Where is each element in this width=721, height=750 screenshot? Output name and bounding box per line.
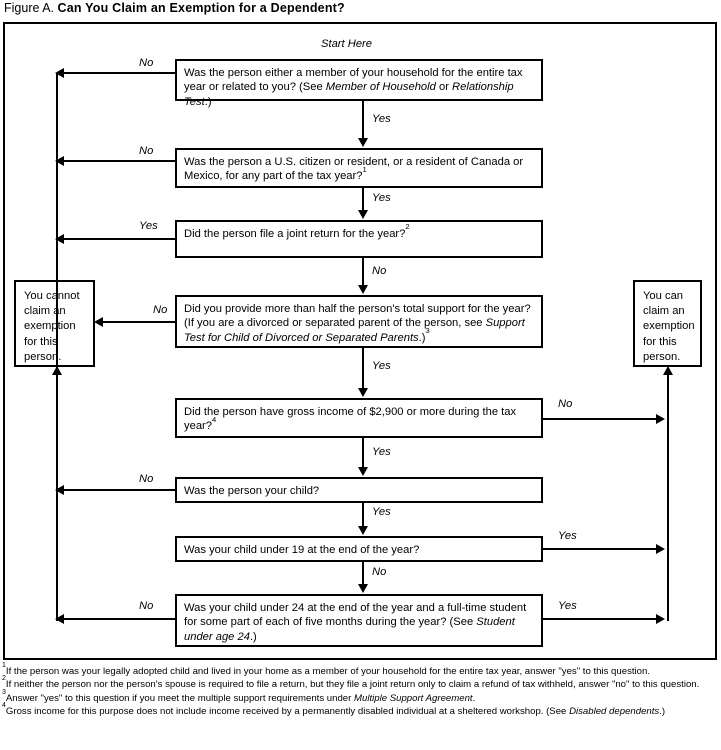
edge-q6-yes-label: Yes: [372, 506, 391, 518]
edge-q5-no-label: No: [558, 398, 573, 410]
edge-q7-no-arrow: [358, 584, 368, 593]
q1-text: Was the person either a member of your h…: [184, 67, 523, 108]
edge-q3-yes-line: [62, 238, 175, 240]
was-person-your-child-question-box: Was the person your child?: [175, 477, 543, 503]
q5-text: Did the person have gross income of $2,9…: [184, 406, 517, 433]
edge-q2-no-line: [62, 160, 175, 162]
edge-q8-no-arrow: [55, 614, 64, 624]
gross-income-question-box: Did the person have gross income of $2,9…: [175, 398, 543, 438]
edge-q1-yes-arrow: [358, 138, 368, 147]
figure-title: Figure A. Can You Claim an Exemption for…: [4, 1, 345, 15]
edge-q6-no-label: No: [139, 473, 154, 485]
edge-q8-yes-line: [543, 618, 658, 620]
left-rail-arrow-into-outcome: [52, 366, 62, 375]
edge-q2-yes-arrow: [358, 210, 368, 219]
edge-q6-no-arrow: [55, 485, 64, 495]
edge-q1-yes-line: [362, 101, 364, 139]
edge-q4-no-label: No: [153, 304, 168, 316]
edge-q7-no-label: No: [372, 566, 387, 578]
edge-q2-no-label: No: [139, 145, 154, 157]
edge-q2-yes-label: Yes: [372, 192, 391, 204]
cannot-claim-text: You cannot claim an exemption for this p…: [24, 290, 80, 363]
edge-q3-yes-label: Yes: [139, 220, 158, 232]
cannot-claim-outcome-box: You cannot claim an exemption for this p…: [14, 280, 95, 367]
child-under-19-question-box: Was your child under 19 at the end of th…: [175, 536, 543, 562]
edge-q1-no-label: No: [139, 57, 154, 69]
edge-q6-yes-arrow: [358, 526, 368, 535]
footnotes: 1If the person was your legally adopted …: [2, 661, 719, 720]
footnote-3: 3Answer "yes" to this question if you me…: [2, 688, 476, 704]
edge-q7-no-line: [362, 562, 364, 585]
can-claim-text: You can claim an exemption for this pers…: [643, 290, 695, 363]
edge-q1-no-line: [62, 72, 175, 74]
joint-return-question-box: Did the person file a joint return for t…: [175, 220, 543, 258]
edge-q5-no-line: [543, 418, 658, 420]
edge-q6-yes-line: [362, 503, 364, 527]
edge-q7-yes-line: [543, 548, 658, 550]
edge-q2-yes-line: [362, 188, 364, 211]
edge-q3-no-arrow: [358, 285, 368, 294]
edge-q3-no-line: [362, 258, 364, 286]
edge-q7-yes-label: Yes: [558, 530, 577, 542]
figure-label: Figure A.: [4, 1, 55, 15]
footnote-2: 2If neither the person nor the person's …: [2, 675, 700, 691]
edge-q4-yes-label: Yes: [372, 360, 391, 372]
edge-q5-yes-label: Yes: [372, 446, 391, 458]
citizen-resident-question-box: Was the person a U.S. citizen or residen…: [175, 148, 543, 188]
can-claim-outcome-box: You can claim an exemption for this pers…: [633, 280, 702, 367]
q7-text: Was your child under 19 at the end of th…: [184, 544, 420, 556]
edge-q8-yes-arrow: [656, 614, 665, 624]
edge-q5-yes-line: [362, 438, 364, 468]
q3-text: Did the person file a joint return for t…: [184, 222, 410, 240]
start-here-label: Start Here: [321, 38, 372, 50]
q8-text: Was your child under 24 at the end of th…: [184, 602, 527, 643]
q4-text: Did you provide more than half the perso…: [184, 303, 531, 344]
q6-text: Was the person your child?: [184, 485, 320, 497]
edge-q8-no-label: No: [139, 600, 154, 612]
member-or-relationship-question-box: Was the person either a member of your h…: [175, 59, 543, 108]
child-under-24-student-question-box: Was your child under 24 at the end of th…: [175, 594, 543, 647]
right-rail-arrow-into-outcome: [663, 366, 673, 375]
edge-q3-no-label: No: [372, 265, 387, 277]
edge-q4-yes-line: [362, 348, 364, 389]
edge-q7-yes-arrow: [656, 544, 665, 554]
edge-q3-yes-arrow: [55, 234, 64, 244]
edge-q5-yes-arrow: [358, 467, 368, 476]
edge-q1-yes-label: Yes: [372, 113, 391, 125]
right-rail-vertical: [667, 374, 669, 621]
edge-q4-yes-arrow: [358, 388, 368, 397]
support-test-question-box: Did you provide more than half the perso…: [175, 295, 543, 348]
edge-q4-no-line: [100, 321, 175, 323]
q2-text: Was the person a U.S. citizen or residen…: [184, 156, 524, 183]
edge-q4-no-arrow: [94, 317, 103, 327]
footnote-1: 1If the person was your legally adopted …: [2, 661, 650, 677]
edge-q6-no-line: [62, 489, 175, 491]
edge-q2-no-arrow: [55, 156, 64, 166]
left-rail-vertical: [56, 73, 58, 621]
edge-q5-no-arrow: [656, 414, 665, 424]
figure-title-text: Can You Claim an Exemption for a Depende…: [57, 1, 345, 15]
edge-q8-yes-label: Yes: [558, 600, 577, 612]
footnote-4: 4Gross income for this purpose does not …: [2, 702, 666, 718]
chart-frame: [3, 22, 717, 660]
edge-q1-no-arrow: [55, 68, 64, 78]
edge-q8-no-line: [62, 618, 175, 620]
